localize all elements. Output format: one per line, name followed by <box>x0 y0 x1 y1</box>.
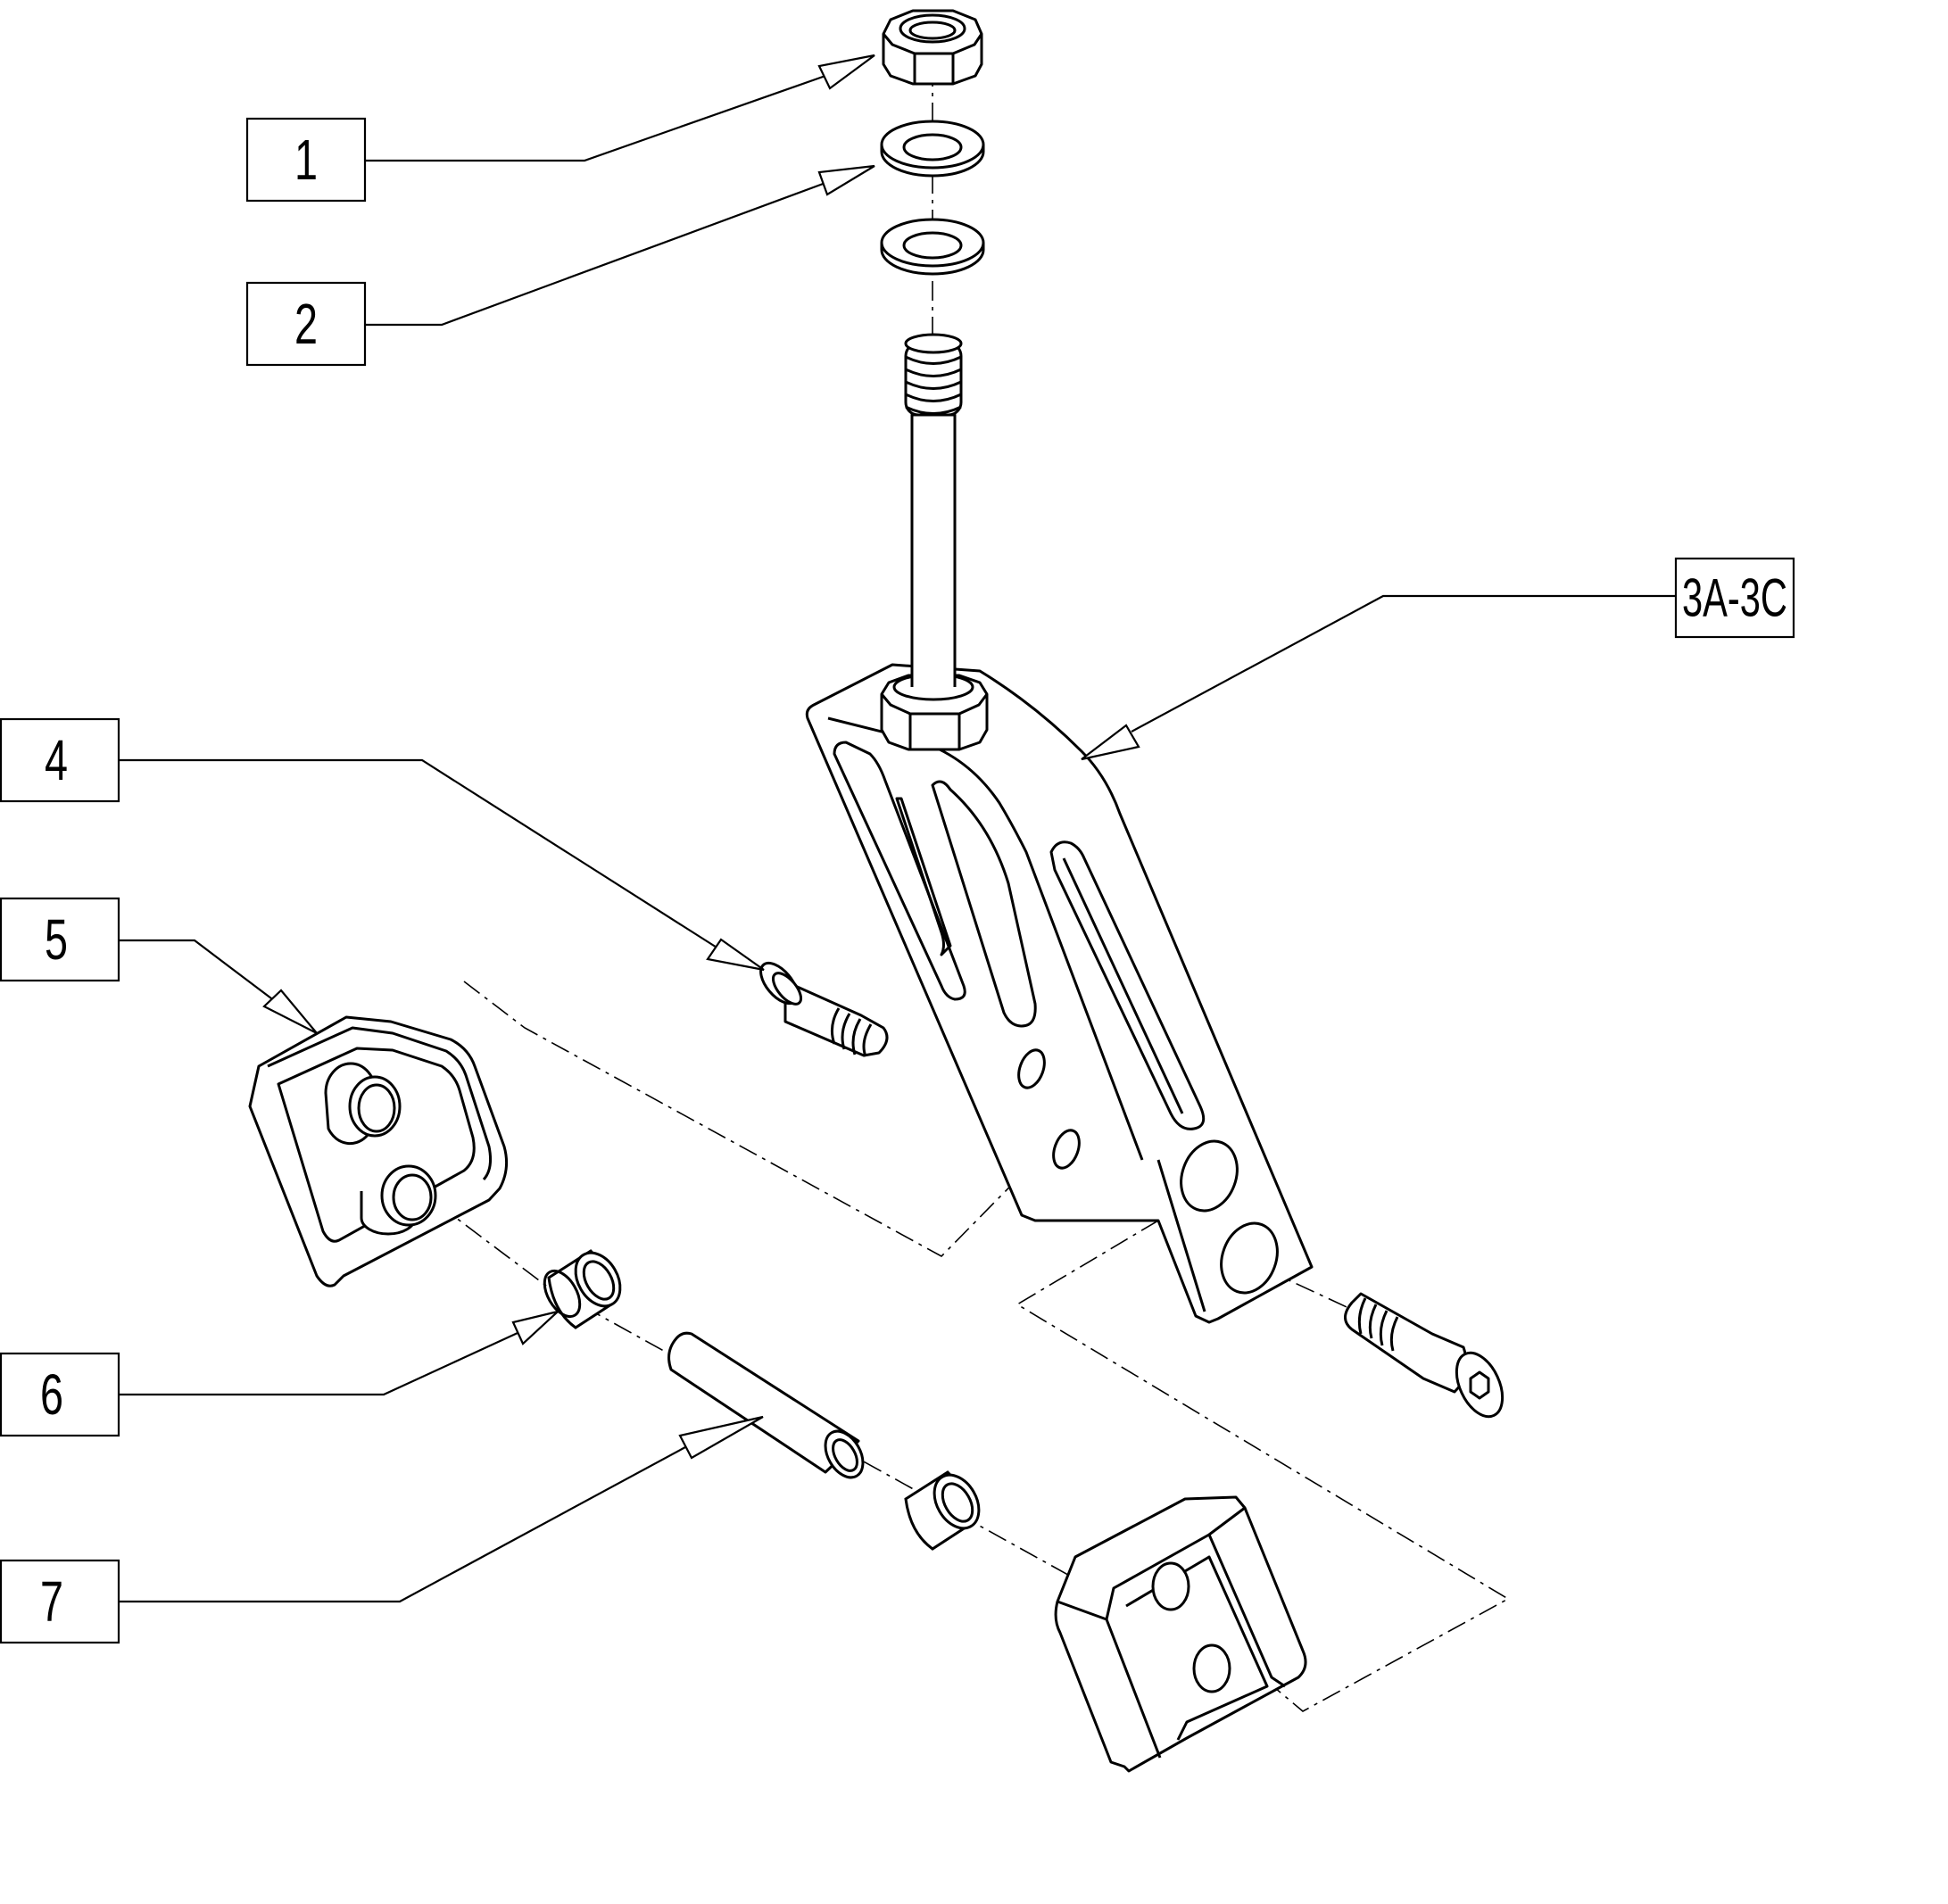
leader-6 <box>119 1332 518 1396</box>
callout-label: 7 <box>40 1569 63 1634</box>
callout-4: 4 <box>0 717 120 803</box>
callout-box <box>245 281 367 367</box>
leader-1 <box>366 74 826 162</box>
callout-label: 4 <box>45 728 68 792</box>
callout-box <box>0 1352 120 1437</box>
hex-nut-part <box>882 9 983 86</box>
leader-4 <box>119 758 722 951</box>
arrowhead-7 <box>678 1415 764 1460</box>
pin-part <box>667 1331 865 1479</box>
callout-7: 7 <box>0 1559 120 1644</box>
callout-box <box>0 1559 120 1644</box>
arrowhead-2 <box>817 164 875 196</box>
washer-upper-part <box>880 120 985 178</box>
leader-3 <box>1131 594 1676 733</box>
axis-lower-bolt <box>1015 1220 1510 1712</box>
axis-pin <box>408 1181 1241 1671</box>
callout-label: 2 <box>294 292 318 356</box>
leader-5 <box>119 939 279 1005</box>
callout-label: 1 <box>294 128 318 192</box>
callout-box <box>1674 557 1795 639</box>
callout-3a-3c: 3A-3C <box>1674 557 1795 639</box>
arrowhead-5 <box>262 989 318 1034</box>
socket-screw-part <box>1344 1292 1505 1419</box>
arrowhead-6 <box>511 1309 561 1345</box>
callout-box <box>0 717 120 803</box>
leader-arrowheads <box>262 54 1140 1460</box>
mount-block-left-part <box>248 1015 509 1287</box>
leader-7 <box>119 1446 686 1603</box>
washer-lower-part <box>880 218 985 276</box>
arrowhead-1 <box>817 54 875 90</box>
flanged-screw-part <box>759 961 889 1057</box>
arrowhead-4 <box>706 938 765 972</box>
callout-1: 1 <box>245 117 367 203</box>
callout-5: 5 <box>0 897 120 982</box>
stud-bolt-part <box>880 333 989 751</box>
callout-label: 6 <box>40 1362 63 1427</box>
bushing-upper-part <box>543 1249 622 1329</box>
arrowhead-3 <box>1081 724 1140 761</box>
callout-box <box>245 117 367 203</box>
angle-bracket-part <box>805 663 1314 1324</box>
leader-2 <box>366 181 826 327</box>
callout-6: 6 <box>0 1352 120 1437</box>
mount-block-right-part <box>1054 1495 1307 1773</box>
bushing-lower-part <box>904 1470 981 1551</box>
leader-lines <box>119 74 1676 1603</box>
callout-label: 5 <box>45 907 68 972</box>
callout-label: 3A-3C <box>1682 568 1787 628</box>
callout-2: 2 <box>245 281 367 367</box>
callout-box <box>0 897 120 982</box>
